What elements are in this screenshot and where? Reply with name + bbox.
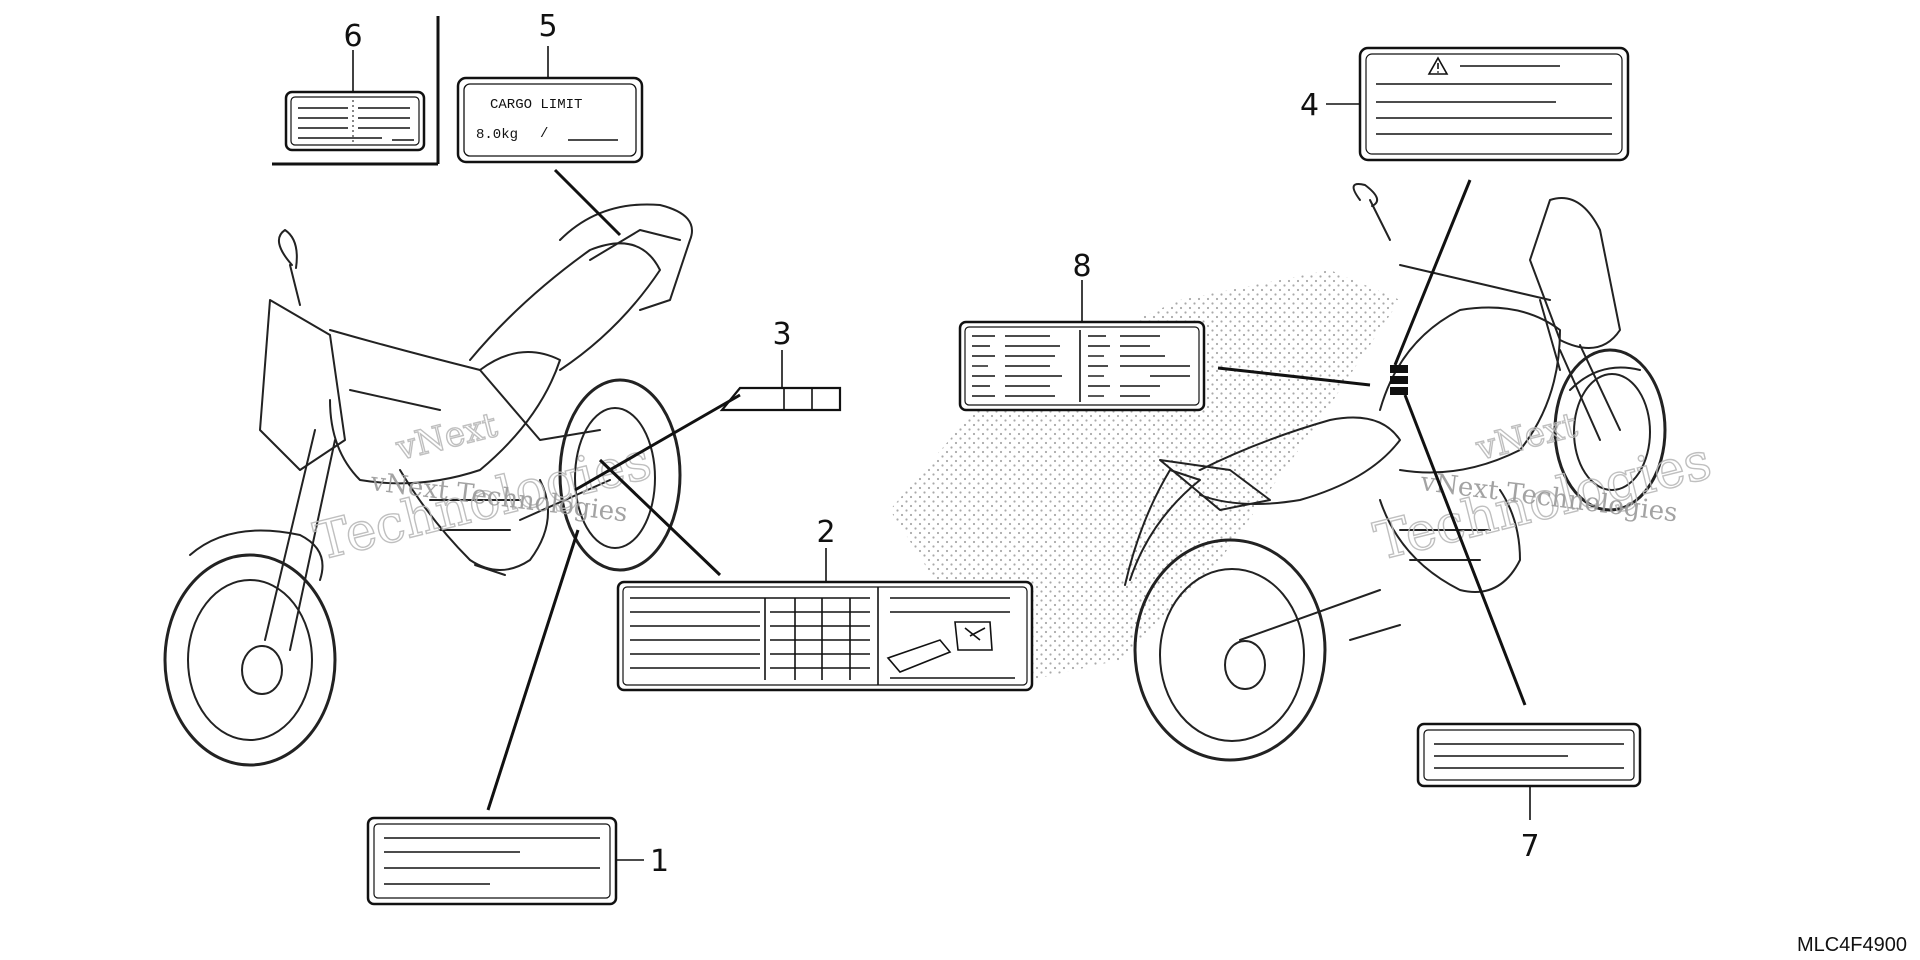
left-motorcycle: [163, 203, 693, 767]
cargo-limit-text: CARGO LIMIT: [490, 97, 582, 113]
right-motorcycle: [1124, 183, 1667, 762]
svg-text:vNext: vNext: [1472, 405, 1582, 469]
label-4: [1326, 46, 1630, 366]
label-7: [1403, 394, 1642, 820]
warning-triangle-icon: [1427, 56, 1449, 75]
callout-5: 5: [538, 9, 557, 44]
callout-6: 6: [343, 19, 362, 54]
callout-3: 3: [772, 317, 791, 352]
callout-8: 8: [1072, 249, 1091, 284]
svg-text:vNext: vNext: [392, 405, 502, 469]
label-5: CARGO LIMIT 8.0kg /: [456, 46, 644, 237]
callout-2: 2: [816, 515, 835, 550]
cargo-limit-slash: /: [540, 126, 548, 142]
cargo-limit-value: 8.0kg: [476, 127, 518, 143]
label-2: [616, 548, 1034, 692]
callout-4: 4: [1300, 88, 1319, 123]
label-3: [574, 350, 842, 492]
part-code: MLC4F4900: [1797, 934, 1907, 956]
label-6: [272, 16, 440, 166]
label-1: [366, 529, 644, 906]
label-8: [958, 280, 1371, 412]
leader-2: [598, 458, 722, 577]
callout-1: 1: [650, 844, 669, 879]
callout-7: 7: [1520, 829, 1539, 864]
